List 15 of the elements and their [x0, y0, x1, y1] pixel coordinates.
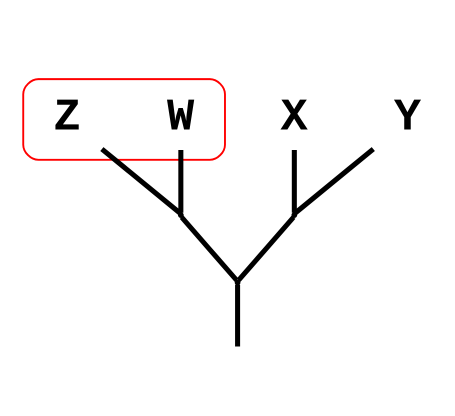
node-point — [234, 279, 240, 286]
cluster — [22, 78, 226, 160]
connector — [292, 150, 297, 212]
node-text: Y — [394, 90, 422, 143]
connector — [235, 284, 240, 346]
connector — [294, 146, 375, 214]
connector — [180, 215, 238, 282]
connector — [236, 215, 296, 282]
node-text: W — [166, 90, 194, 143]
node-text: Z — [53, 90, 81, 143]
node-point — [178, 212, 184, 218]
node-text: X — [280, 90, 308, 143]
connector — [100, 146, 182, 214]
connector — [178, 150, 184, 212]
node-point — [291, 212, 298, 218]
